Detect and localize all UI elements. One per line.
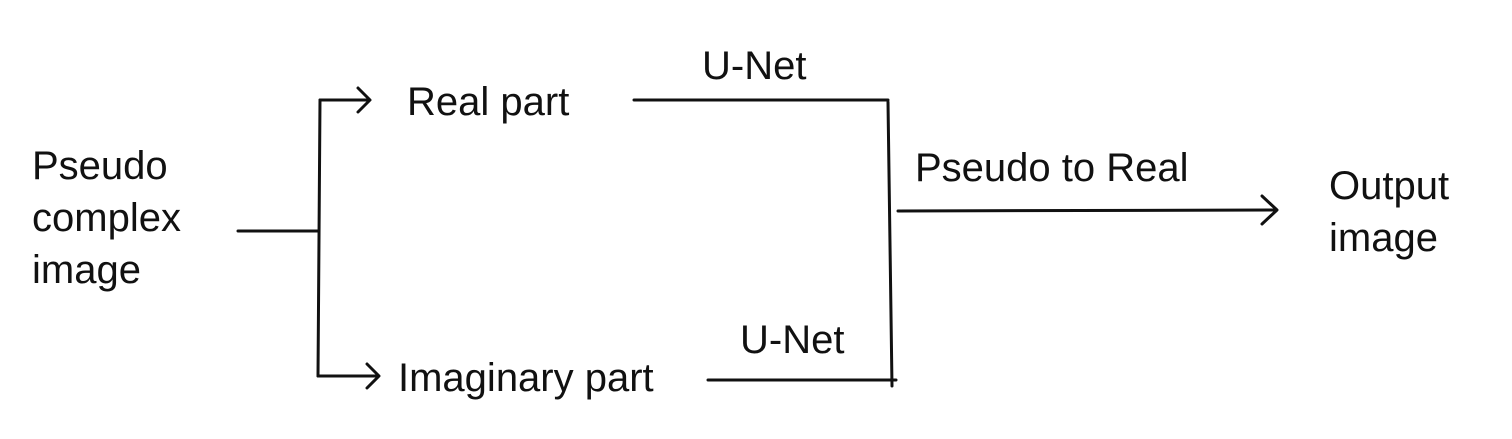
real-unet-label: U-Net [702,44,807,88]
output-node-line-1: Output [1329,164,1450,208]
split-vertical-line [316,98,322,378]
real-part-arrow [318,86,372,114]
input-node-label: Pseudo complex image [32,140,181,296]
input-node-line-2: complex [32,196,181,240]
imaginary-part-label: Imaginary part [398,356,654,400]
input-node-line-1: Pseudo [32,144,168,188]
imaginary-part-arrow [316,362,381,390]
output-node-line-2: image [1329,216,1438,260]
pseudo-to-real-label: Pseudo to Real [915,146,1189,190]
output-node-label: Output image [1329,160,1449,264]
merge-vertical-line [886,100,894,388]
output-arrow [896,194,1279,226]
input-node-line-3: image [32,248,141,292]
real-part-label: Real part [407,80,570,124]
imaginary-unet-label: U-Net [740,318,845,362]
